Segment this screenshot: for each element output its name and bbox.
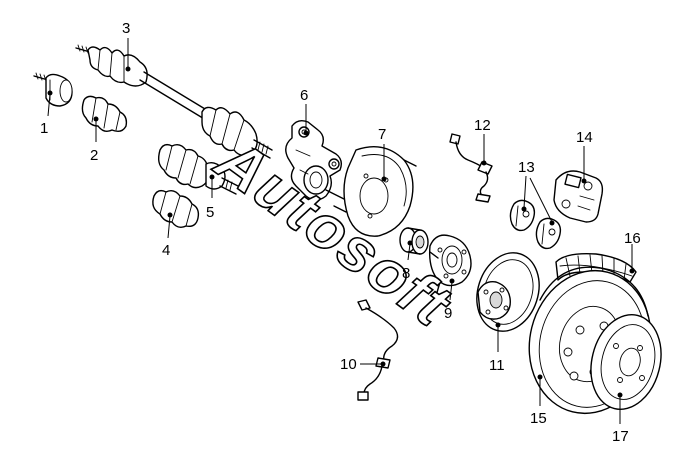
callout-4: 4: [162, 242, 170, 259]
callout-8: 8: [402, 265, 410, 282]
callout-12: 12: [474, 117, 491, 134]
brake-caliper: [553, 170, 604, 223]
wheel-hub: [428, 234, 472, 297]
inner-boot: [81, 95, 128, 133]
callout-3: 3: [122, 20, 130, 37]
callout-16: 16: [624, 230, 641, 247]
wheel-cover: [590, 314, 662, 410]
callout-10: 10: [340, 356, 357, 373]
wheel-bearing: [399, 227, 429, 255]
callout-7: 7: [378, 126, 386, 143]
steering-knuckle: [285, 119, 350, 213]
callout-11: 11: [489, 357, 505, 374]
callout-17: 17: [612, 428, 629, 445]
drive-shaft-assembly: [75, 44, 273, 159]
callout-9: 9: [444, 305, 452, 322]
brake-wear-sensor: [449, 133, 493, 203]
callout-15: 15: [530, 410, 547, 427]
callout-14: 14: [576, 129, 593, 146]
callout-6: 6: [300, 87, 308, 104]
dust-shield: [343, 146, 417, 237]
brake-pads: [509, 199, 562, 250]
abs-sensor-cable: [357, 299, 399, 401]
outer-boot: [152, 189, 200, 229]
callout-5: 5: [206, 204, 214, 221]
callout-2: 2: [90, 147, 98, 164]
inner-cv-joint: [33, 72, 73, 107]
callout-13: 13: [518, 159, 535, 176]
callout-1: 1: [40, 120, 48, 137]
brake-disc: [476, 252, 540, 332]
callouts: 1 2 3 4 5 6 7 8 9 10: [40, 20, 641, 445]
